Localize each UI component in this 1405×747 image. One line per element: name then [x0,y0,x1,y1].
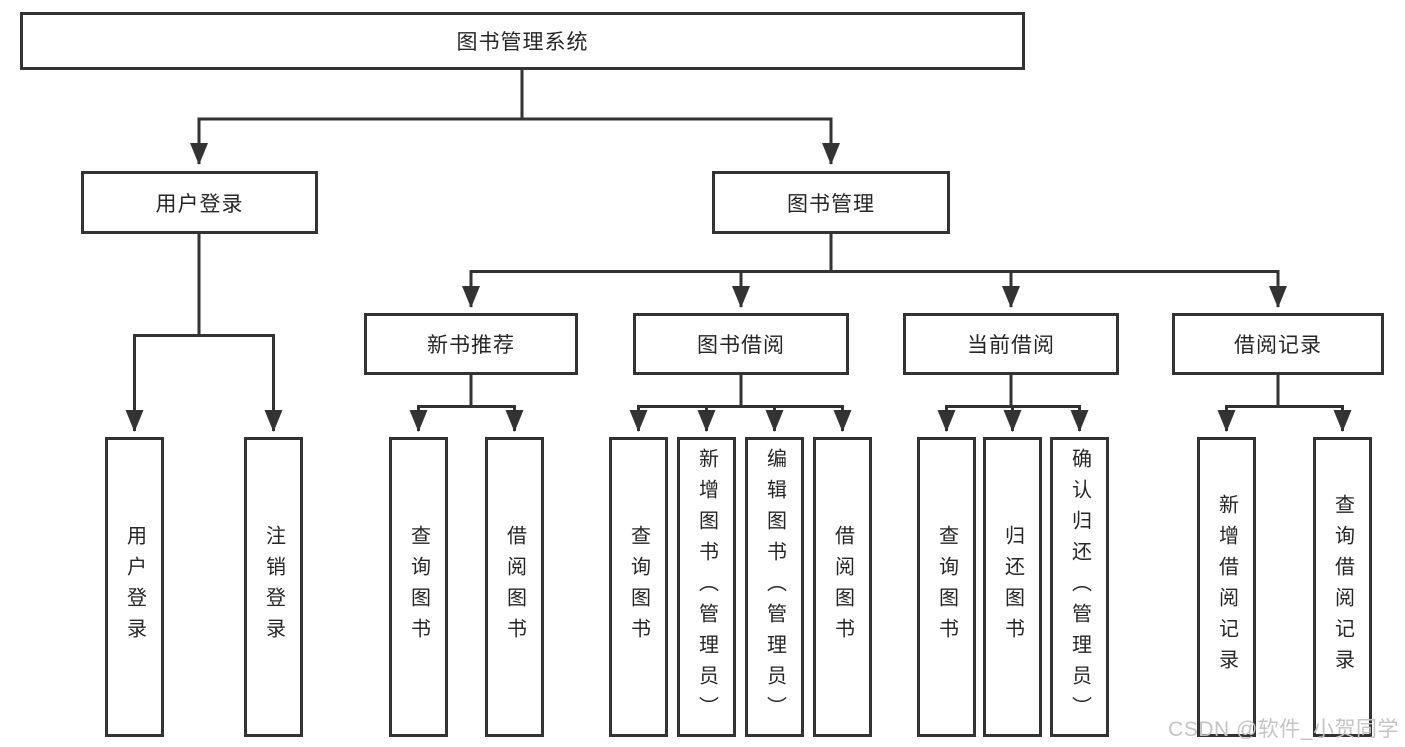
leaf-label: 用户登录 [123,525,146,649]
node-book-borrow-label: 图书借阅 [697,334,785,357]
wire-book-management-group [469,234,1280,273]
leaf-label: 确认归还（管理员） [1068,447,1091,727]
watermark-text: CSDN @软件_小贺同学 [1168,718,1399,741]
wire-root [197,70,833,121]
node-leaf-borrow-books-1: 借阅图书 [485,437,544,737]
node-borrow-records: 借阅记录 [1172,313,1384,375]
leaf-label: 查询借阅记录 [1331,494,1354,680]
leaf-label: 借阅图书 [503,525,526,649]
wire-current-borrow-group [945,375,1081,408]
node-root-label: 图书管理系统 [456,31,589,54]
node-leaf-return-book: 归还图书 [983,437,1042,737]
leaf-label: 编辑图书（管理员） [763,447,786,727]
node-current-borrow-label: 当前借阅 [967,334,1055,357]
node-leaf-query-books-2: 查询图书 [609,437,668,737]
node-root: 图书管理系统 [20,12,1025,70]
wire-borrow-records-group [1225,375,1344,408]
node-current-borrow: 当前借阅 [903,313,1119,375]
wire-user-login-group [133,234,275,337]
node-user-login: 用户登录 [81,171,318,234]
node-book-management-label: 图书管理 [787,192,875,216]
node-leaf-confirm-return-admin: 确认归还（管理员） [1050,437,1109,737]
node-leaf-edit-book-admin: 编辑图书（管理员） [745,437,804,737]
node-leaf-borrow-books-2: 借阅图书 [813,437,872,737]
node-leaf-add-book-admin: 新增图书（管理员） [677,437,736,737]
leaf-label: 查询图书 [407,525,430,649]
node-leaf-query-borrow-record: 查询借阅记录 [1313,437,1372,737]
leaf-label: 借阅图书 [831,525,854,649]
node-leaf-logout: 注销登录 [244,437,303,737]
node-leaf-query-books-1: 查询图书 [389,437,448,737]
leaf-label: 查询图书 [935,525,958,649]
wire-new-book-group [417,375,516,408]
leaf-label: 归还图书 [1001,525,1024,649]
wire-book-borrow-group [637,375,844,408]
leaf-label: 新增借阅记录 [1215,494,1238,680]
node-new-book-recommend: 新书推荐 [364,313,578,375]
node-leaf-add-borrow-record: 新增借阅记录 [1197,437,1256,737]
leaf-label: 注销登录 [262,525,285,649]
node-book-borrow: 图书借阅 [633,313,849,375]
node-leaf-query-books-3: 查询图书 [917,437,976,737]
leaf-label: 查询图书 [627,525,650,649]
node-user-login-label: 用户登录 [155,192,244,216]
node-leaf-user-login: 用户登录 [105,437,164,737]
node-new-book-recommend-label: 新书推荐 [427,334,515,357]
leaf-label: 新增图书（管理员） [695,447,718,727]
node-book-management: 图书管理 [712,171,950,234]
node-borrow-records-label: 借阅记录 [1234,334,1322,357]
